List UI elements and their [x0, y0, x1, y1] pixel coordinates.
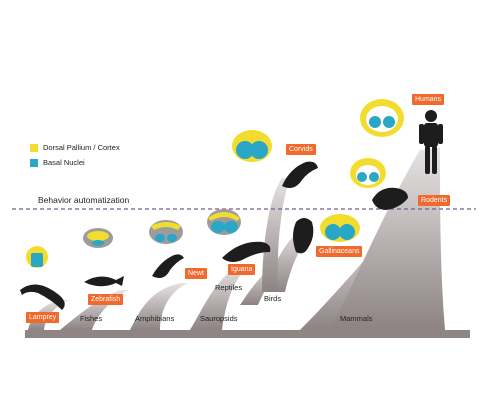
tag-rodents: Rodents: [418, 195, 451, 206]
brain-iguana: [207, 209, 241, 235]
basal-swatch: [30, 158, 38, 167]
zebrafish-silhouette: [84, 276, 124, 287]
tag-humans: Humans: [412, 94, 445, 105]
brain-zebrafish: [83, 228, 113, 248]
branch-amphibians: [130, 283, 188, 330]
crow-silhouette: [282, 161, 318, 188]
legend-item-basal: Basal Nuclei: [30, 158, 85, 167]
tag-gallinaceans: Gallinaceans: [316, 246, 363, 257]
brain-lamprey: [26, 246, 48, 268]
chicken-silhouette: [293, 218, 314, 254]
group-amphibians: Amphibians: [135, 314, 175, 323]
brain-gallinaceans: [320, 214, 360, 242]
branch-sauropsids: [190, 266, 248, 330]
newt-silhouette: [152, 254, 184, 278]
branch-humans: [330, 148, 445, 330]
tag-lamprey: Lamprey: [26, 312, 60, 323]
phylogeny-trunk: [25, 330, 470, 338]
diagram-title: Behavior automatization: [38, 195, 130, 205]
group-fishes: Fishes: [80, 314, 103, 323]
legend-item-pallium: Dorsal Pallium / Cortex: [30, 143, 120, 152]
branch-corvids: [262, 178, 290, 292]
rat-silhouette: [372, 187, 408, 210]
pallium-swatch: [30, 143, 38, 152]
tag-iguana: Iguana: [228, 264, 256, 275]
lamprey-silhouette: [20, 284, 65, 310]
tag-corvids: Corvids: [286, 144, 316, 155]
brain-newt: [149, 220, 183, 244]
tag-zebrafish: Zebrafish: [88, 294, 124, 305]
group-mammals: Mammals: [340, 314, 373, 323]
group-birds: Birds: [264, 294, 282, 303]
legend-label-pallium: Dorsal Pallium / Cortex: [43, 143, 120, 152]
brain-rodents: [350, 158, 386, 188]
group-reptiles: Reptiles: [215, 283, 243, 292]
brain-humans: [360, 99, 404, 137]
tag-newt: Newt: [185, 268, 207, 279]
human-silhouette: [419, 110, 443, 174]
group-sauropsids: Sauropsids: [200, 314, 238, 323]
iguana-silhouette: [222, 241, 271, 262]
legend-label-basal: Basal Nuclei: [43, 158, 85, 167]
brain-corvids: [232, 130, 272, 162]
